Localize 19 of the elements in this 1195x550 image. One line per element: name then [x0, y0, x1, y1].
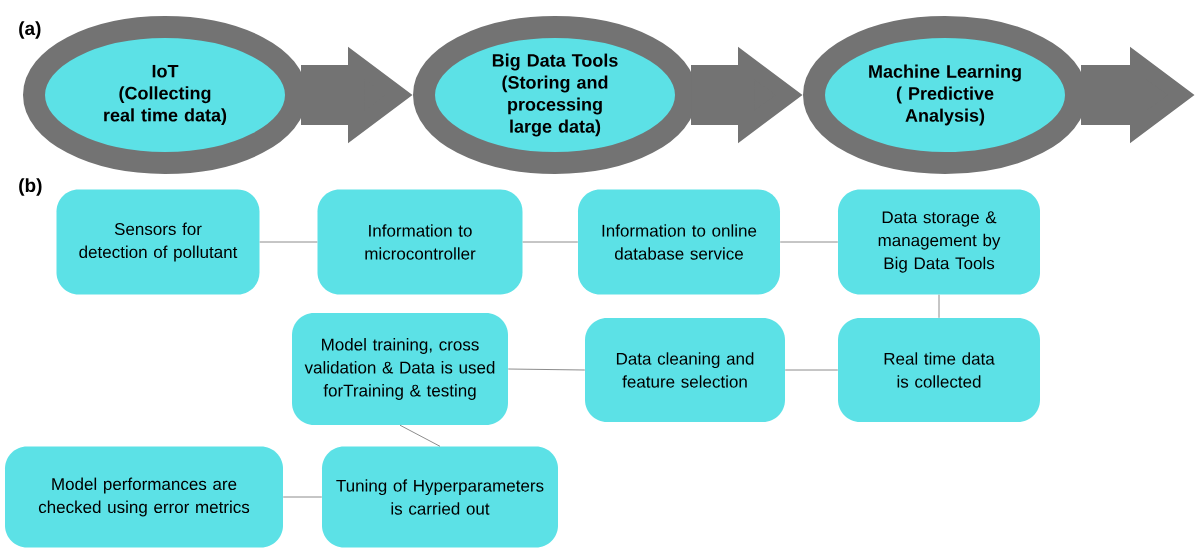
process-box: Model training, cross validation & Data is used forTraining & testing: [292, 313, 508, 425]
connector-line: [938, 294, 940, 319]
process-box: Data cleaning and feature selection: [585, 318, 785, 422]
process-box: Information to online database service: [578, 189, 780, 295]
connector-line: [507, 368, 586, 371]
connector-line: [522, 241, 579, 243]
process-box: Tuning of Hyperparameters is carried out: [322, 446, 558, 548]
process-box: Sensors for detection of pollutant: [56, 189, 260, 295]
connector-line: [399, 424, 441, 447]
process-box: Real time data is collected: [838, 318, 1040, 422]
process-box: Model performances are checked using error metrics: [5, 446, 283, 548]
process-box: Information to microcontroller: [317, 189, 523, 295]
process-box: Data storage & management by Big Data Tools: [838, 189, 1040, 295]
connector-line: [779, 241, 839, 243]
connector-line: [784, 369, 839, 371]
panel-label: (b): [19, 178, 42, 196]
panel-label: (a): [19, 21, 41, 39]
connector-line: [282, 496, 323, 498]
connector-line: [259, 241, 318, 243]
